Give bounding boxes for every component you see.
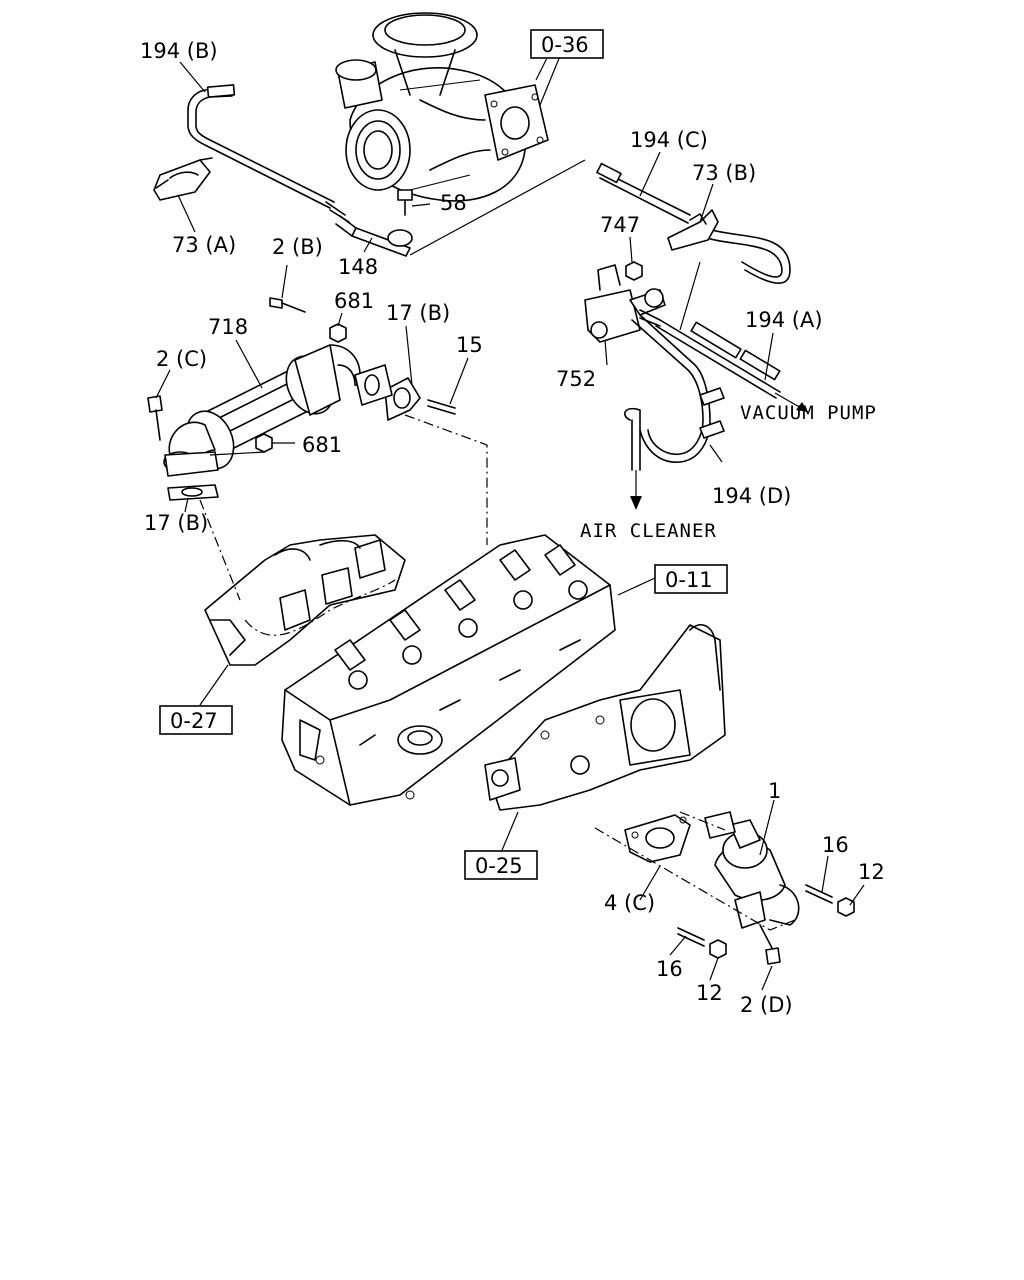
vacuum-hose-194c <box>596 162 791 284</box>
callout-73a: 73 (A) <box>172 233 236 257</box>
callout-16-left: 16 <box>656 957 683 981</box>
exhaust-manifold <box>204 534 406 666</box>
gasket-17b-upper <box>384 377 421 421</box>
callout-15: 15 <box>456 333 483 357</box>
turbocharger-drawing <box>335 12 549 202</box>
reference-box-0-11[interactable]: 0-11 <box>654 564 728 594</box>
vacuum-pipe-148 <box>335 215 413 257</box>
gasket-17b-lower <box>167 484 219 501</box>
destination-air-cleaner: AIR CLEANER <box>580 520 717 542</box>
callout-2b: 2 (B) <box>272 235 323 259</box>
gasket-4c <box>624 814 691 863</box>
callout-4c: 4 (C) <box>604 891 655 915</box>
reference-label-0-36: 0-36 <box>541 33 589 57</box>
bolt-58 <box>397 189 413 216</box>
callout-681-upper: 681 <box>334 289 374 313</box>
vacuum-switching-valve-752 <box>584 264 666 343</box>
intake-manifold <box>484 624 726 811</box>
nut-747 <box>625 261 643 281</box>
egr-cooler-718 <box>163 344 381 477</box>
vacuum-hose-194a <box>655 319 809 413</box>
callout-17b-lower: 17 (B) <box>144 511 208 535</box>
reference-label-0-11: 0-11 <box>665 568 713 592</box>
callout-148: 148 <box>338 255 378 279</box>
callout-12-left: 12 <box>696 981 723 1005</box>
hose-clip-73a <box>153 157 213 201</box>
callout-16-right: 16 <box>822 833 849 857</box>
callout-681-lower: 681 <box>302 433 342 457</box>
callout-194a: 194 (A) <box>745 308 823 332</box>
callout-718: 718 <box>208 315 248 339</box>
vacuum-hose-194d <box>624 261 725 510</box>
callout-194b: 194 (B) <box>140 39 218 63</box>
reference-box-0-25[interactable]: 0-25 <box>464 850 538 880</box>
callout-73b: 73 (B) <box>692 161 756 185</box>
reference-label-0-25: 0-25 <box>475 854 523 878</box>
callout-1: 1 <box>768 779 781 803</box>
callout-2c: 2 (C) <box>156 347 207 371</box>
callout-2d: 2 (D) <box>740 993 793 1017</box>
callout-194d: 194 (D) <box>712 484 791 508</box>
reference-box-0-27[interactable]: 0-27 <box>159 705 233 735</box>
reference-label-0-27: 0-27 <box>170 709 218 733</box>
callout-194c: 194 (C) <box>630 128 708 152</box>
callout-747: 747 <box>600 213 640 237</box>
reference-box-0-36[interactable]: 0-36 <box>530 29 604 59</box>
callout-12-right: 12 <box>858 860 885 884</box>
leader-lines <box>155 55 865 991</box>
callout-58: 58 <box>440 191 467 215</box>
destination-vacuum-pump: VACUUM PUMP <box>740 402 877 424</box>
callout-752: 752 <box>556 367 596 391</box>
callout-17b-upper: 17 (B) <box>386 301 450 325</box>
egr-valve-1 <box>704 811 800 929</box>
cylinder-head <box>281 534 616 806</box>
vacuum-hose-194b <box>187 84 350 223</box>
